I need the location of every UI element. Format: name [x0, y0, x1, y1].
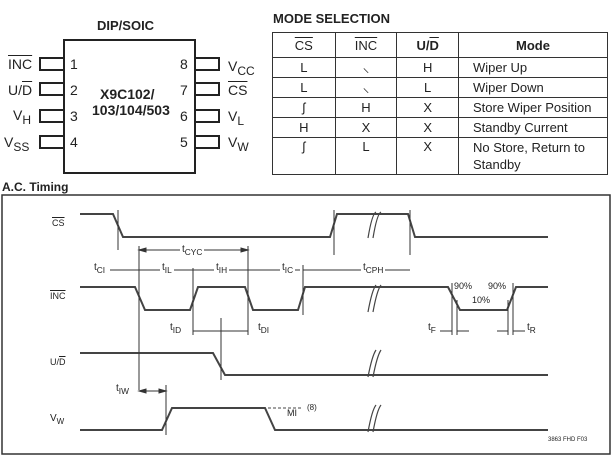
pin-5 — [194, 135, 220, 149]
pin-5-name: VW — [228, 134, 249, 154]
level-10: 10% — [472, 295, 491, 305]
signal-label-cs: CS — [52, 218, 65, 228]
mi-label: MI — [287, 408, 297, 418]
pin-6-number: 6 — [180, 108, 188, 124]
pin-4-name: VSS — [4, 134, 30, 154]
param-tcph: tCPH — [361, 262, 386, 275]
pin-8-name: VCC — [228, 58, 255, 78]
vw-waveform — [80, 407, 548, 431]
pin-2-number: 2 — [70, 82, 78, 98]
note-reference: (8) — [307, 403, 317, 412]
level-90-fall: 90% — [454, 281, 473, 291]
param-tdi: tDI — [258, 322, 270, 335]
pin-3-name: VH — [13, 107, 32, 127]
header-mode: Mode — [457, 32, 609, 58]
table-row: L ⸜ L Wiper Down — [272, 77, 609, 98]
break-marks — [367, 211, 382, 433]
cell-mode: No Store, Return to Standby — [457, 137, 609, 175]
cs-waveform — [80, 213, 548, 238]
dimension-arrows — [110, 247, 525, 394]
pin-7 — [194, 82, 220, 96]
signal-label-inc: INC — [50, 291, 66, 301]
pin-6 — [194, 109, 220, 123]
reference-lines — [117, 210, 514, 435]
pin-2-name: U/D — [8, 82, 33, 98]
level-90-rise: 90% — [488, 281, 507, 291]
pin-6-name: VL — [228, 108, 245, 128]
inc-waveform — [80, 286, 548, 311]
pin-1 — [39, 57, 65, 71]
table-row: ʃ H X Store Wiper Position — [272, 97, 609, 118]
param-tci: tCI — [94, 262, 106, 275]
cell-cs-rising-edge-icon: ʃ — [272, 137, 336, 175]
cell-cs: L — [272, 57, 336, 78]
timing-frame — [1, 194, 611, 455]
pin-4 — [39, 135, 65, 149]
param-tic: tIC — [280, 262, 296, 275]
mode-selection-table: CS INC U/D Mode L ⸜ H Wiper Up L ⸜ L Wip… — [272, 32, 609, 175]
table-row: ʃ L X No Store, Return to Standby — [272, 137, 609, 175]
pin-2 — [39, 82, 65, 96]
cell-cs: H — [272, 117, 336, 138]
pin-7-number: 7 — [180, 82, 188, 98]
signal-label-vw: VW — [50, 413, 65, 426]
param-tcyc: tCYC — [180, 244, 205, 257]
pin-5-number: 5 — [180, 134, 188, 150]
part-number-line2: 103/104/503 — [92, 102, 170, 118]
signal-label-ud: U/D — [50, 357, 66, 367]
param-tih: tIH — [214, 262, 230, 275]
param-tid: tID — [170, 322, 182, 335]
pin-4-number: 4 — [70, 134, 78, 150]
pin-1-number: 1 — [70, 56, 78, 72]
part-number-line1: X9C102/ — [100, 86, 155, 102]
pin-8-number: 8 — [180, 56, 188, 72]
ud-waveform — [80, 352, 548, 376]
cell-inc: L — [334, 137, 398, 175]
param-til: tIL — [160, 262, 174, 275]
cell-ud: X — [396, 137, 459, 175]
param-tf: tF — [428, 322, 436, 335]
timing-title: A.C. Timing — [2, 180, 69, 194]
header-ud: U/D — [396, 32, 459, 58]
package-title: DIP/SOIC — [97, 18, 155, 33]
cell-mode: Wiper Up — [457, 57, 609, 78]
pin-3-number: 3 — [70, 108, 78, 124]
cell-mode: Store Wiper Position — [457, 97, 609, 118]
pin-7-name: CS — [228, 82, 248, 98]
table-row: L ⸜ H Wiper Up — [272, 57, 609, 78]
table-header-row: CS INC U/D Mode — [272, 32, 609, 58]
pin-3 — [39, 109, 65, 123]
pin-1-name: INC — [8, 56, 33, 72]
mode-selection-title: MODE SELECTION — [273, 11, 391, 26]
package-diagram — [39, 39, 220, 174]
param-tiw: tIW — [116, 383, 129, 396]
figure-id: 3863 FHD F03 — [548, 437, 588, 443]
param-tr: tR — [527, 322, 536, 335]
chip-body — [63, 39, 196, 174]
pin-8 — [194, 57, 220, 71]
